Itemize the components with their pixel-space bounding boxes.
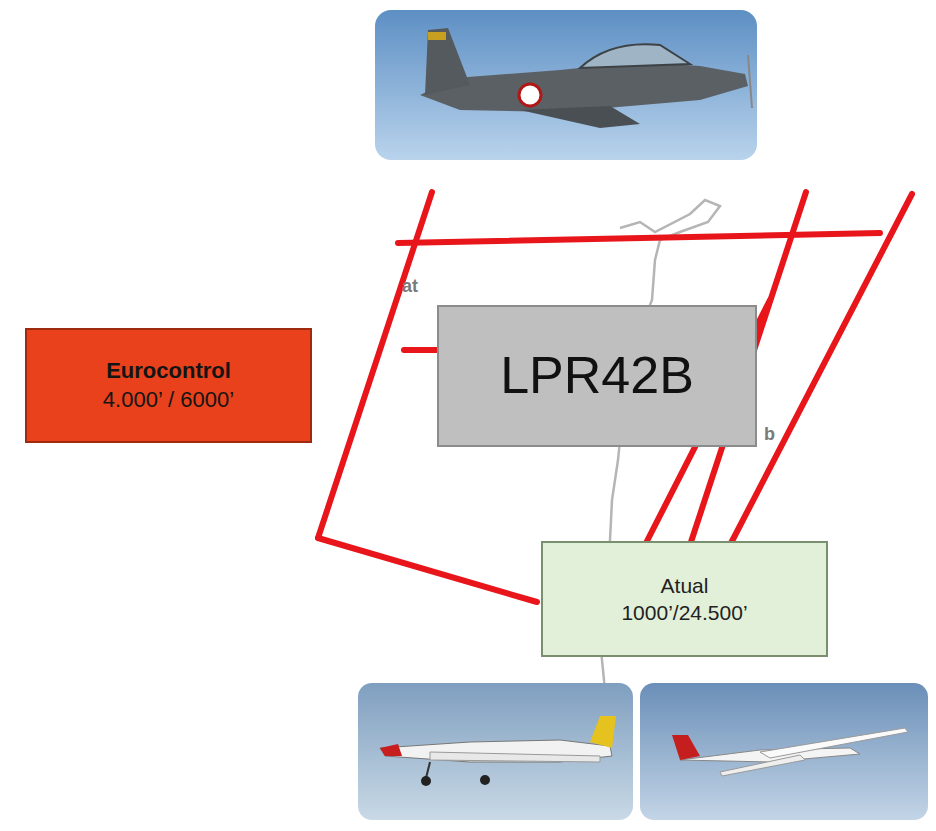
altitude-range: 1000’/24.500’ <box>621 599 747 626</box>
altitude-box: Atual1000’/24.500’ <box>541 541 828 657</box>
map-label: at <box>402 276 418 297</box>
aircraft-photo <box>358 683 633 820</box>
aircraft-photo <box>375 10 757 160</box>
box-title: LPR42B <box>500 342 694 410</box>
glider-photo <box>640 683 928 820</box>
zone-box: LPR42B <box>437 305 757 447</box>
box-title: Atual <box>661 572 709 599</box>
box-title: Eurocontrol <box>106 357 231 386</box>
map-label: b <box>764 424 775 445</box>
altitude-range: 4.000’ / 6000’ <box>103 386 234 415</box>
altitude-box: Eurocontrol4.000’ / 6000’ <box>25 328 312 443</box>
